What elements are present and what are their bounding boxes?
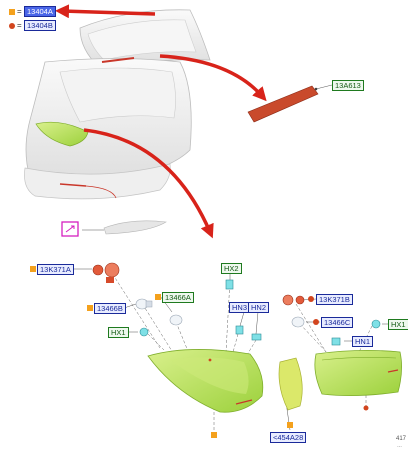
legend-square-marker bbox=[9, 9, 15, 15]
marker-13K371A bbox=[30, 266, 36, 272]
pointer-arrow-tail-lamp bbox=[83, 128, 214, 239]
tailgate-glass bbox=[87, 19, 197, 61]
marker-454A28-right bbox=[287, 422, 293, 428]
connector-HX1-right bbox=[371, 319, 381, 329]
pointer-arrow-stop-lamp bbox=[159, 54, 267, 102]
label-13K371B[interactable]: 13K371B bbox=[316, 294, 353, 305]
connector-HN3 bbox=[235, 325, 244, 335]
connector-HX2 bbox=[225, 279, 234, 290]
high-mount-stop-lamp-location bbox=[101, 57, 135, 63]
label-13K371A[interactable]: 13K371A bbox=[37, 264, 74, 275]
connector-HX1-left bbox=[139, 327, 149, 337]
label-HN2[interactable]: HN2 bbox=[248, 302, 270, 313]
label-HX2[interactable]: HX2 bbox=[221, 263, 242, 274]
legend-code-13404A[interactable]: 13404A bbox=[24, 6, 56, 17]
fastener-dot bbox=[363, 405, 369, 411]
label-HN1[interactable]: HN1 bbox=[352, 336, 374, 347]
detail-view-box bbox=[61, 221, 79, 237]
label-HX1-left[interactable]: HX1 bbox=[108, 327, 129, 338]
connector-HN2 bbox=[251, 333, 262, 341]
high-mount-stop-lamp-part bbox=[247, 84, 333, 123]
marker-13466B bbox=[87, 305, 93, 311]
rear-window-frame bbox=[59, 67, 176, 123]
marker-13466A bbox=[155, 294, 161, 300]
outer-tail-lamp-left-inner bbox=[170, 357, 249, 394]
inner-tail-lamp-right-strip bbox=[321, 357, 397, 361]
label-454A28[interactable]: <454A28 bbox=[270, 432, 307, 443]
label-HX1-right[interactable]: HX1 bbox=[388, 319, 408, 330]
connector-HN1 bbox=[331, 337, 341, 346]
marker-454A28-left bbox=[211, 432, 217, 438]
rear-bumper-shape bbox=[24, 163, 171, 200]
wire-harness-curve bbox=[85, 185, 117, 199]
tail-lamp-lens-center bbox=[278, 357, 303, 411]
label-13466B[interactable]: 13466B bbox=[94, 303, 126, 314]
pointer-arrow-legend bbox=[55, 4, 156, 19]
bulb-13466A bbox=[169, 314, 183, 326]
legend-dot-marker bbox=[9, 23, 15, 29]
marker-13K371B bbox=[308, 296, 314, 302]
label-13A613[interactable]: 13A613 bbox=[332, 80, 364, 91]
bulb-socket-13K371B bbox=[282, 294, 305, 306]
lower-bracket bbox=[61, 220, 167, 237]
label-13466C[interactable]: 13466C bbox=[321, 317, 354, 328]
bulb-13466B bbox=[135, 298, 153, 310]
inner-tail-lamp-right-red bbox=[387, 369, 399, 373]
bumper-reflector-location bbox=[59, 183, 87, 187]
legend-equals-1: = bbox=[17, 7, 22, 16]
legend-code-13404B[interactable]: 13404B bbox=[24, 20, 56, 31]
label-13466A[interactable]: 13466A bbox=[162, 292, 194, 303]
figure-reference-number: 417 bbox=[396, 436, 407, 442]
outer-lamp-red-reflector bbox=[235, 399, 253, 405]
marker-13466C bbox=[313, 319, 319, 325]
legend-equals-2: = bbox=[17, 21, 22, 30]
bulb-socket-13K371A bbox=[92, 262, 120, 283]
bulb-13466C bbox=[291, 316, 305, 328]
detail-view-arrow-icon bbox=[65, 225, 75, 233]
vehicle-rear-illustration bbox=[24, 9, 211, 200]
fastener-dot-2 bbox=[208, 358, 212, 362]
inner-tail-lamp-right bbox=[314, 350, 402, 396]
figure-reference-subtext: … bbox=[397, 443, 402, 449]
tail-lamp-on-vehicle bbox=[35, 121, 89, 147]
label-HN3[interactable]: HN3 bbox=[229, 302, 251, 313]
